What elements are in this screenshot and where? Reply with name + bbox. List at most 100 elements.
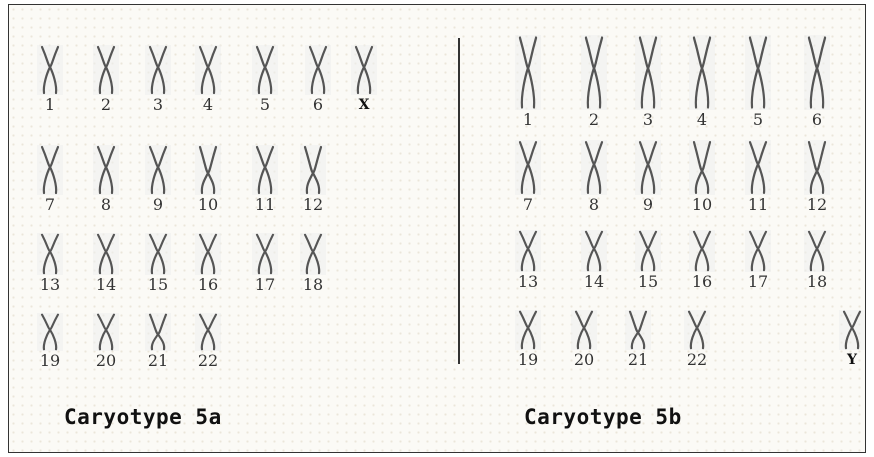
chromatid: [104, 45, 116, 95]
chromosome-number: 4: [696, 110, 708, 129]
chromatid: [96, 45, 108, 95]
chromosome-number: 15: [637, 272, 659, 291]
chromosome-3: 3: [145, 45, 171, 115]
chromosome-5: 5: [745, 35, 771, 130]
chromosome-glyph: [255, 45, 275, 95]
chromosome-1: 1: [37, 45, 63, 115]
chromosome-glyph: [518, 140, 538, 195]
chromosome-shading: [195, 145, 221, 195]
chromosome-number: 10: [691, 195, 713, 214]
chromatid: [263, 233, 275, 275]
chromosome-shading: [804, 140, 830, 195]
chromosome-17: 17: [252, 233, 278, 295]
caption-5b: Caryotype 5b: [524, 405, 682, 429]
chromosome-16: 16: [689, 230, 715, 292]
chromatid: [198, 233, 210, 275]
chromosome-shading: [515, 35, 541, 110]
chromosome-number: 8: [100, 195, 112, 214]
chromosome-shading: [515, 140, 541, 195]
chromosome-number: 3: [642, 110, 654, 129]
chromosome-number: 16: [691, 272, 713, 291]
chromosome-glyph: [354, 45, 374, 95]
chromosome-shading: [745, 140, 771, 195]
chromosome-15: 15: [145, 233, 171, 295]
chromatid: [692, 36, 704, 109]
chromosome-shading: [804, 230, 830, 272]
chromosome-number: X: [358, 97, 370, 113]
chromosome-number: 21: [147, 351, 169, 370]
chromosome-shading: [145, 233, 171, 275]
chromatid: [748, 140, 760, 195]
chromosome-number: 22: [686, 350, 708, 369]
chromosome-shading: [745, 230, 771, 272]
chromatid: [303, 233, 315, 275]
chromosome-glyph: [96, 313, 116, 351]
chromosome-11: 11: [745, 140, 771, 215]
chromatid: [198, 145, 210, 195]
chromosome-number: 15: [147, 275, 169, 294]
chromosome-shading: [689, 140, 715, 195]
chromosome-glyph: [638, 140, 658, 195]
chromatid: [48, 45, 60, 95]
chromosome-number: 7: [44, 195, 56, 214]
chromosome-shading: [581, 35, 607, 110]
chromatid: [584, 36, 596, 109]
chromosome-glyph: [748, 36, 768, 109]
chromatid: [96, 313, 108, 351]
chromosome-shading: [745, 35, 771, 110]
chromatid: [518, 230, 530, 272]
chromosome-18: 18: [300, 233, 326, 295]
chromosome-6: 6: [305, 45, 331, 115]
chromosome-shading: [195, 45, 221, 95]
chromosome-number: 19: [39, 351, 61, 370]
chromatid: [263, 145, 275, 195]
chromosome-20: 20: [93, 313, 119, 371]
chromosome-number: 4: [202, 95, 214, 114]
chromosome-22: 22: [684, 310, 710, 370]
chromatid: [584, 140, 596, 195]
chromosome-number: 12: [302, 195, 324, 214]
chromosome-glyph: [148, 313, 168, 351]
chromosome-glyph: [303, 145, 323, 195]
chromatid: [48, 313, 60, 351]
chromosome-number: Y: [847, 352, 857, 368]
chromosome-9: 9: [145, 145, 171, 215]
chromosome-shading: [804, 35, 830, 110]
chromatid: [807, 230, 819, 272]
chromatid: [582, 310, 594, 350]
chromosome-shading: [195, 313, 221, 351]
chromatid: [700, 230, 712, 272]
chromosome-glyph: [748, 140, 768, 195]
chromosome-19: 19: [37, 313, 63, 371]
chromatid: [756, 230, 768, 272]
chromosome-glyph: [198, 313, 218, 351]
chromosome-glyph: [40, 233, 60, 275]
chromatid: [303, 145, 315, 195]
chromosome-shading: [581, 140, 607, 195]
chromatid: [526, 36, 538, 109]
chromatid: [156, 45, 168, 95]
chromosome-number: 12: [806, 195, 828, 214]
chromosome-7: 7: [515, 140, 541, 215]
chromatid: [48, 145, 60, 195]
chromatid: [748, 230, 760, 272]
chromosome-glyph: [584, 140, 604, 195]
chromatid: [40, 313, 52, 351]
chromosome-glyph: [692, 36, 712, 109]
chromosome-number: 19: [517, 350, 539, 369]
chromosome-glyph: [40, 145, 60, 195]
chromatid: [638, 36, 650, 109]
chromatid: [255, 145, 267, 195]
chromatid: [815, 230, 827, 272]
chromatid: [311, 145, 323, 195]
chromosome-shading: [351, 45, 377, 95]
chromatid: [40, 233, 52, 275]
chromosome-glyph: [148, 45, 168, 95]
chromosome-number: 20: [95, 351, 117, 370]
chromosome-9: 9: [635, 140, 661, 215]
chromosome-shading: [37, 233, 63, 275]
chromosome-glyph: [148, 233, 168, 275]
chromosome-shading: [625, 310, 651, 350]
chromosome-glyph: [96, 233, 116, 275]
chromosome-number: 1: [522, 110, 534, 129]
